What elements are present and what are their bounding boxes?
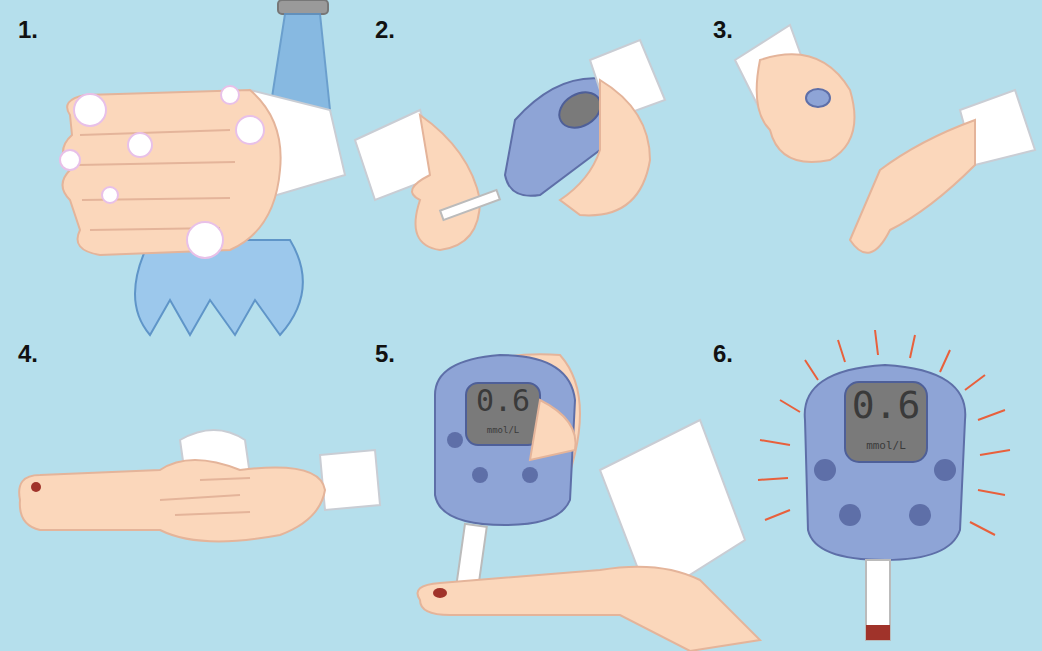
step-number: 4. xyxy=(18,340,38,368)
applying-blood xyxy=(418,354,761,651)
step-number: 6. xyxy=(713,340,733,368)
meter-reading: 0.6 xyxy=(845,386,927,424)
pricked-finger xyxy=(19,430,380,541)
insert-strip xyxy=(355,40,665,250)
step-number: 1. xyxy=(18,16,38,44)
meter-unit: mmol/L xyxy=(466,426,540,435)
meter-result xyxy=(758,330,1010,640)
meter-reading: 0.6 xyxy=(466,386,540,416)
alert-rays xyxy=(758,330,1010,535)
washing-hands xyxy=(60,0,345,335)
step-number: 3. xyxy=(713,16,733,44)
meter-unit: mmol/L xyxy=(845,440,927,451)
lancing-device xyxy=(735,25,1035,253)
step-number: 5. xyxy=(375,340,395,368)
step-number: 2. xyxy=(375,16,395,44)
